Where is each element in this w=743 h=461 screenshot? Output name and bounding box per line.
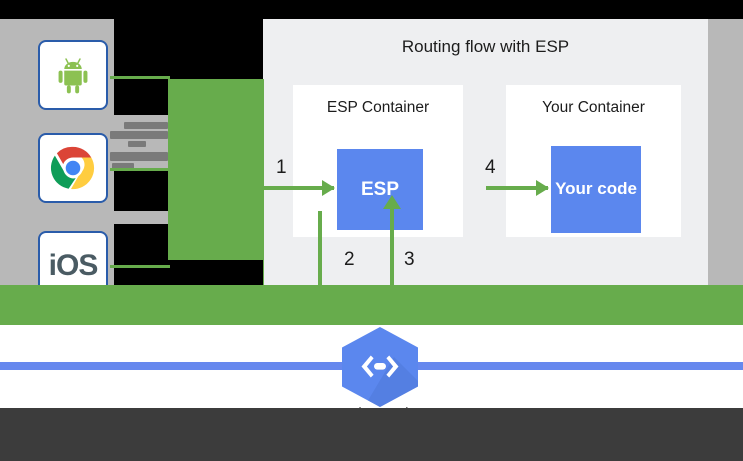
platform-card-chrome[interactable] — [38, 133, 108, 203]
page-title: Routing flow with ESP — [401, 37, 570, 56]
chrome-icon — [50, 146, 95, 190]
platform-card-android[interactable] — [38, 40, 108, 110]
google-service-node[interactable] — [338, 326, 422, 408]
esp-box: ESP — [337, 149, 423, 230]
connector-chrome — [110, 168, 170, 171]
your-container-title: Your Container — [542, 99, 645, 116]
arrow-4 — [486, 180, 549, 196]
occlusion-block — [114, 169, 168, 211]
your-code-box: Your code — [551, 146, 641, 233]
top-black-band — [0, 0, 743, 19]
green-horizontal-band — [0, 285, 743, 325]
obscured-text-fragment — [110, 152, 168, 161]
right-grey-band — [708, 19, 743, 285]
occlusion-block — [114, 260, 263, 285]
arrow-4-label: 4 — [485, 157, 496, 178]
obscured-text-fragment — [110, 131, 168, 139]
code-brackets-icon — [342, 327, 418, 407]
occlusion-block — [168, 19, 263, 79]
arrow-3-label: 3 — [404, 249, 415, 270]
arrow-1 — [263, 180, 335, 196]
bottom-dark-overlay — [0, 408, 743, 461]
arrow-1-label: 1 — [276, 157, 287, 178]
arrow-2-label: 2 — [344, 249, 355, 270]
obscured-text-fragment — [124, 122, 168, 129]
connector-ios — [110, 265, 170, 268]
occlusion-block — [114, 224, 168, 260]
green-overlay-block — [168, 79, 264, 296]
arrow-3 — [383, 195, 401, 326]
obscured-text-fragment — [112, 163, 134, 169]
ios-label: iOS — [48, 249, 99, 282]
connector-android — [110, 76, 170, 79]
obscured-text-fragment — [128, 141, 146, 147]
android-icon — [58, 58, 88, 94]
esp-container-title: ESP Container — [326, 99, 430, 116]
routing-flow-panel: Routing flow with ESP ESP Container Your… — [263, 19, 708, 285]
occlusion-block — [114, 75, 168, 115]
arrow-2 — [318, 211, 322, 326]
